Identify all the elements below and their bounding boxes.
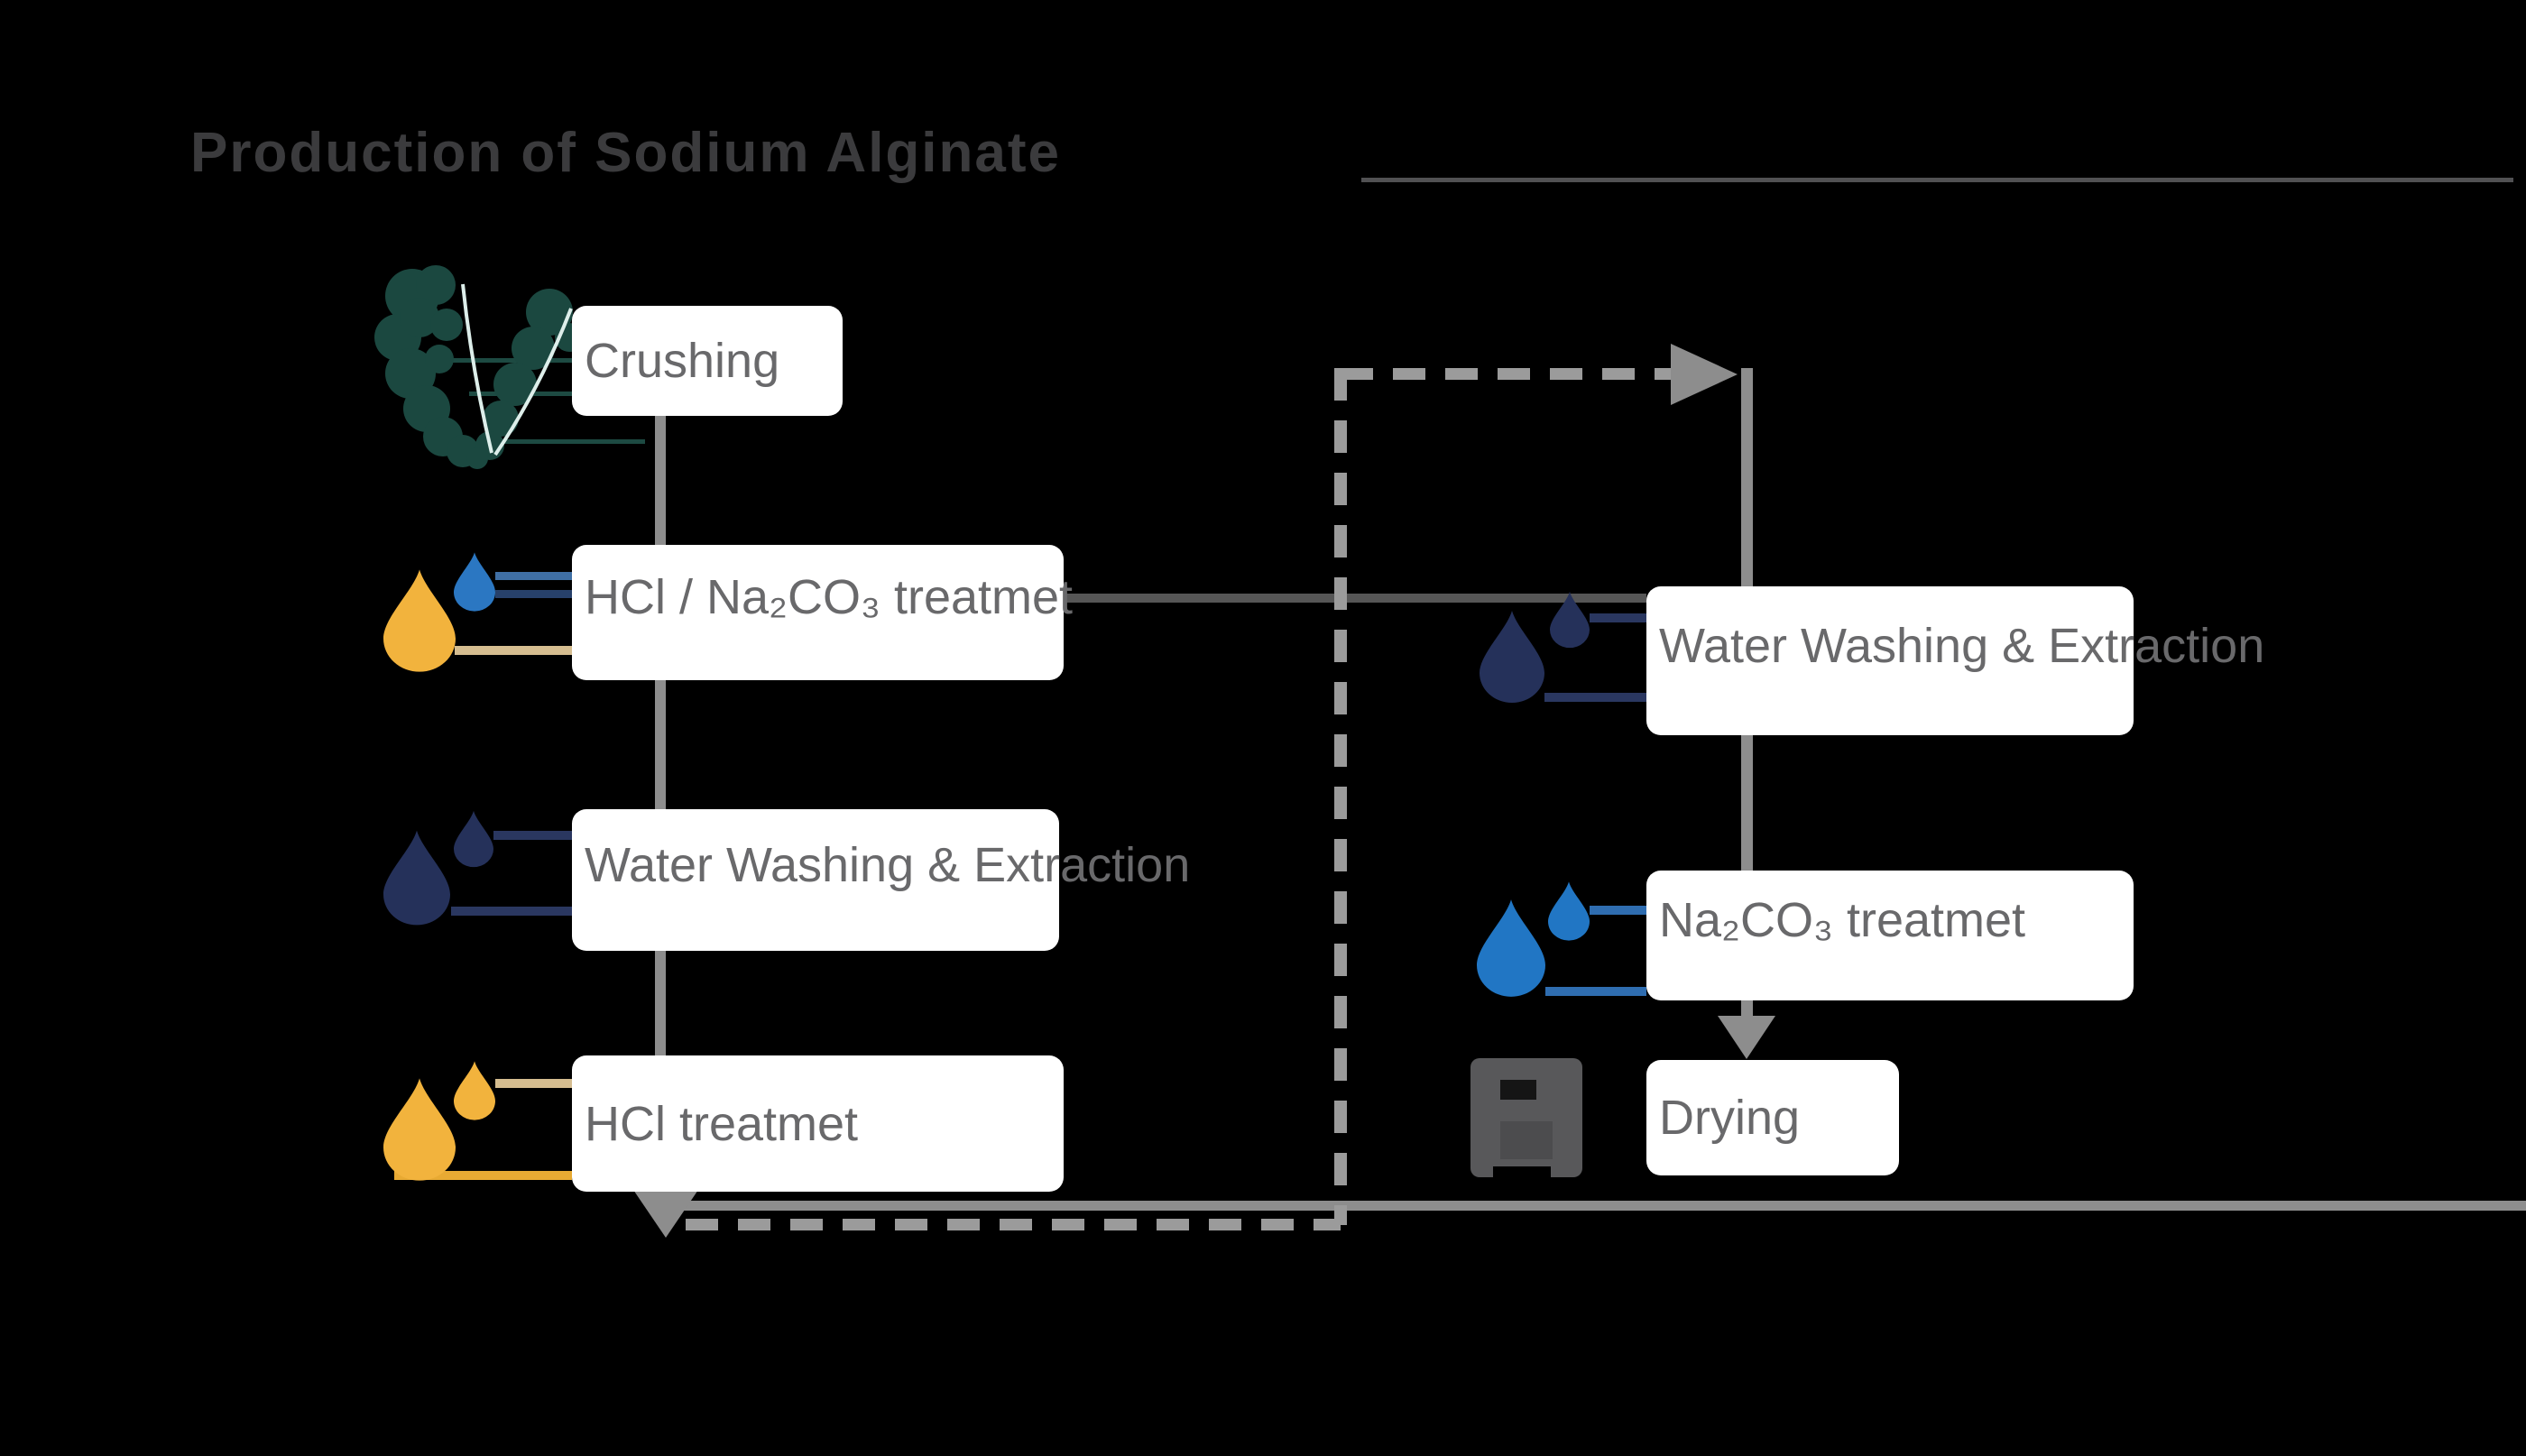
process-node-hcl-treatment: HCl treatmet	[572, 1055, 1064, 1192]
process-node-drying: Drying	[1646, 1060, 1899, 1175]
drop-line	[495, 1079, 572, 1088]
connector-crushing-hcl	[655, 416, 666, 545]
yellow-drop-icon	[383, 1076, 456, 1183]
drop-line	[1590, 906, 1646, 915]
process-label: Crushing	[585, 334, 780, 388]
drying-oven-icon	[1470, 1058, 1582, 1177]
navy-drop-icon	[383, 825, 450, 931]
process-node-water-washing-extraction-2: Water Washing & Extraction	[1646, 586, 2264, 735]
dashed-top-line	[1341, 368, 1671, 380]
navy-drop-icon	[1480, 604, 1544, 709]
blue-drop-icon	[454, 551, 495, 613]
process-label: Water Washing & Extraction	[1659, 618, 2265, 673]
oven-feet-notch	[1493, 1166, 1551, 1177]
drop-line	[1590, 613, 1646, 622]
recycle-arrowhead-icon	[632, 1187, 700, 1238]
drop-line	[495, 572, 572, 580]
yellow-drop-icon	[383, 567, 456, 674]
navy-drop-small-icon	[1550, 590, 1590, 650]
drop-line	[394, 1171, 572, 1180]
seaweed-icon	[356, 262, 582, 474]
process-label: Water Washing & Extraction	[585, 837, 1191, 892]
navy-drop-small-icon	[454, 809, 493, 869]
seaweed-fronds	[374, 265, 582, 469]
drop-line	[455, 646, 572, 655]
title-underline	[1361, 178, 2513, 182]
drop-line	[493, 831, 572, 840]
process-label: HCl treatmet	[585, 1096, 859, 1151]
bright-blue-drop-small-icon	[1548, 880, 1590, 943]
drop-line	[1544, 693, 1646, 702]
seaweed-rib	[493, 308, 573, 456]
process-node-water-washing-extraction: Water Washing & Extraction	[572, 809, 1190, 951]
process-node-hcl-na2co3-treatment: HCl / Na₂CO₃ treatmet	[572, 545, 1073, 680]
process-node-na2co3-treatment: Na₂CO₃ treatmet	[1646, 871, 2134, 1000]
seaweed-line	[451, 358, 572, 363]
recycle-top-arrowhead-icon	[1671, 344, 1738, 405]
seaweed-line	[483, 439, 645, 444]
dashed-bottom-line	[686, 1219, 1341, 1230]
drop-line	[495, 590, 572, 598]
dashed-vertical-line	[1334, 368, 1347, 1225]
seaweed-rib	[461, 283, 493, 454]
drying-arrowhead-icon	[1718, 1016, 1775, 1059]
process-label: Na₂CO₃ treatmet	[1659, 893, 2026, 947]
oven-window	[1500, 1080, 1536, 1100]
process-node-crushing: Crushing	[572, 306, 843, 416]
connector-hcl-to-right	[1064, 594, 1646, 603]
page-title: Production of Sodium Alginate	[190, 122, 1061, 184]
connector-into-right-washing	[1741, 368, 1753, 586]
drop-line	[451, 907, 572, 916]
yellow-drop-small-icon	[454, 1060, 495, 1121]
connector-hcl-washing	[655, 680, 666, 809]
oven-door	[1500, 1121, 1553, 1159]
bottom-return-line	[678, 1201, 2526, 1211]
connector-na2co3-drying	[1741, 1000, 1753, 1018]
process-label: HCl / Na₂CO₃ treatmet	[585, 570, 1074, 624]
connector-washing-hcl2	[655, 951, 666, 1055]
process-label: Drying	[1659, 1091, 1801, 1145]
drop-line	[1545, 987, 1646, 996]
bright-blue-drop-icon	[1477, 894, 1545, 1002]
connector-washing-na2co3	[1741, 735, 1753, 871]
